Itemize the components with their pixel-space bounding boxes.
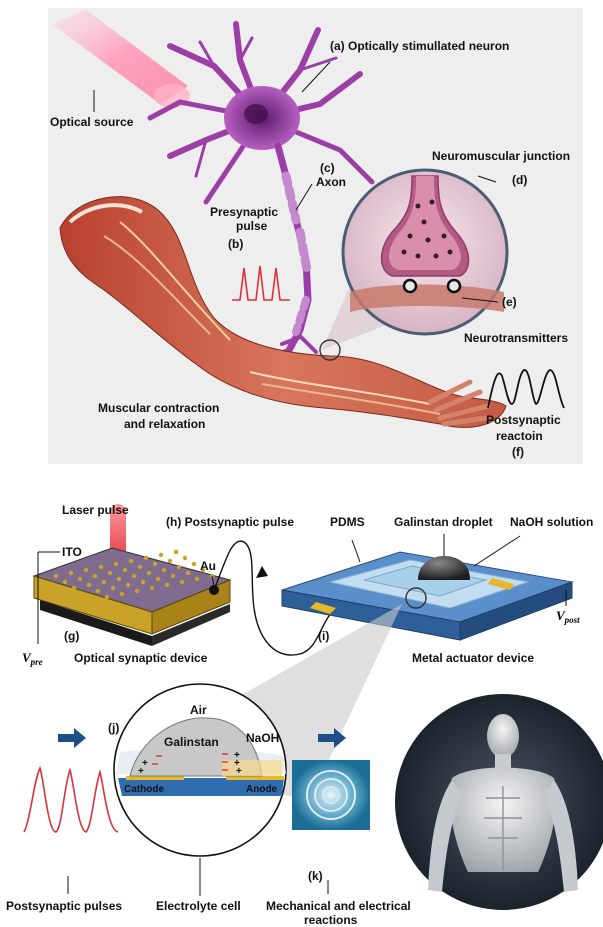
ito-grid-dot — [165, 583, 169, 587]
ito-grid-dot — [105, 595, 109, 599]
label-optical-synaptic-device: Optical synaptic device — [74, 651, 208, 665]
label-j: (j) — [108, 721, 119, 735]
label-postsynaptic-1: Postsynaptic — [486, 413, 561, 427]
postsynaptic-pulses-waveform — [24, 768, 118, 832]
label-neurotransmitters: Neurotransmitters — [464, 331, 568, 345]
label-optically-stimulated-neuron: (a) Optically stimullated neuron — [330, 39, 509, 53]
label-d: (d) — [512, 173, 527, 187]
ito-grid-dot — [78, 577, 82, 581]
label-muscular-2: and relaxation — [124, 417, 205, 431]
label-air: Air — [190, 703, 207, 717]
ito-grid-dot — [93, 574, 97, 578]
ito-grid-dot — [96, 589, 100, 593]
label-optical-source: Optical source — [50, 115, 134, 129]
label-c: (c) — [320, 161, 335, 175]
ito-grid-dot — [69, 571, 73, 575]
ito-grid-dot — [174, 550, 178, 554]
ito-grid-dot — [84, 568, 88, 572]
ito-grid-dot — [183, 556, 187, 560]
label-mechanical-1: Mechanical and electrical — [266, 899, 411, 913]
ito-grid-dot — [129, 559, 133, 563]
ito-grid-dot — [168, 559, 172, 563]
ito-grid-dot — [99, 565, 103, 569]
label-naoh-solution: NaOH solution — [510, 515, 593, 529]
ito-grid-dot — [156, 577, 160, 581]
label-presynaptic-2: pulse — [236, 219, 268, 233]
label-k: (k) — [308, 869, 323, 883]
ito-grid-dot — [141, 580, 145, 584]
label-metal-actuator-device: Metal actuator device — [412, 651, 534, 665]
ito-grid-dot — [117, 577, 121, 581]
wire-arrow — [256, 566, 268, 578]
label-muscular-1: Muscular contraction — [98, 401, 219, 415]
label-galinstan: Galinstan — [164, 735, 219, 749]
ito-grid-dot — [192, 562, 196, 566]
ito-grid-dot — [87, 583, 91, 587]
label-i: (i) — [318, 629, 329, 643]
ito-grid-dot — [63, 580, 67, 584]
ito-grid-dot — [132, 574, 136, 578]
label-postsynaptic-2: reactoin — [496, 429, 543, 443]
label-naoh: NaOH — [246, 731, 279, 745]
svg-text:+: + — [236, 766, 242, 777]
label-electrolyte-cell: Electrolyte cell — [156, 899, 241, 913]
mechanical-reaction-image — [292, 760, 370, 830]
ito-grid-dot — [102, 580, 106, 584]
label-axon: Axon — [316, 175, 346, 189]
label-v-pre: Vpre — [22, 650, 43, 667]
label-cathode: Cathode — [124, 784, 164, 795]
ito-grid-dot — [144, 556, 148, 560]
ito-grid-dot — [135, 589, 139, 593]
ito-grid-dot — [195, 577, 199, 581]
label-v-post: Vpost — [556, 608, 580, 625]
label-g: (g) — [64, 629, 79, 643]
ito-grid-dot — [108, 571, 112, 575]
bottom-label-pointers — [68, 858, 328, 896]
ito-grid-dot — [72, 586, 76, 590]
ito-grid-dot — [150, 586, 154, 590]
ito-grid-dot — [180, 580, 184, 584]
ito-grid-dot — [123, 568, 127, 572]
label-postsynaptic-pulse-h: (h) Postsynaptic pulse — [166, 515, 294, 529]
label-neuromuscular-junction: Neuromuscular junction — [432, 149, 570, 163]
label-b: (b) — [228, 237, 243, 251]
ito-grid-dot — [138, 565, 142, 569]
label-ito: ITO — [62, 545, 82, 559]
label-postsynaptic-pulses: Postsynaptic pulses — [6, 899, 122, 913]
label-pdms: PDMS — [330, 515, 365, 529]
ito-grid-dot — [177, 565, 181, 569]
ito-grid-dot — [54, 574, 58, 578]
ito-grid-dot — [90, 598, 94, 602]
flow-arrow-left — [58, 728, 86, 748]
ito-grid-dot — [171, 574, 175, 578]
ito-grid-dot — [162, 568, 166, 572]
label-galinstan-droplet: Galinstan droplet — [394, 515, 493, 529]
svg-text:+: + — [138, 766, 144, 777]
label-presynaptic-1: Presynaptic — [210, 205, 278, 219]
ito-grid-dot — [159, 553, 163, 557]
ito-grid-dot — [120, 592, 124, 596]
label-f: (f) — [512, 445, 524, 459]
ito-grid-dot — [126, 583, 130, 587]
ito-grid-dot — [111, 586, 115, 590]
ito-grid-dot — [114, 562, 118, 566]
ito-grid-dot — [153, 562, 157, 566]
humanoid-robot-image — [395, 694, 603, 910]
label-anode: Anode — [246, 784, 278, 795]
ito-grid-dot — [81, 592, 85, 596]
ito-grid-dot — [186, 571, 190, 575]
ito-grid-dot — [147, 571, 151, 575]
label-laser-pulse: Laser pulse — [62, 503, 129, 517]
label-e: (e) — [502, 295, 517, 309]
label-mechanical-2: reactions — [304, 913, 358, 927]
label-au: Au — [200, 559, 216, 573]
